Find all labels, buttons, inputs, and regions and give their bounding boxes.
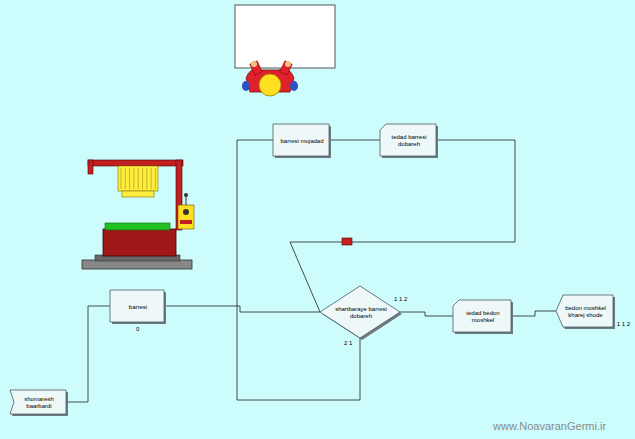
whiteboard (235, 5, 335, 68)
counter-value: 1 1 2 (616, 321, 631, 328)
connector (66, 306, 110, 402)
connector (329, 140, 380, 141)
connector-line (329, 140, 380, 141)
node-label: shartbaraye barresi dobareh (320, 306, 402, 320)
watermark: www.NoavaranGermi.ir (492, 420, 607, 432)
worker-figure (242, 61, 298, 96)
assign-box: tedad barresi dobareh (380, 124, 438, 158)
connector (290, 140, 515, 312)
queue-marker (342, 238, 352, 245)
node-label: tedad barresi dobareh (380, 134, 438, 148)
branch-count: 1 1 2 (393, 296, 408, 303)
connector (511, 311, 556, 316)
dispose-module: bedon moshkel kharej shode (556, 295, 615, 329)
connector-line (164, 306, 320, 312)
machine (82, 160, 194, 269)
process-box: barresi mojadad (273, 124, 331, 158)
branch-count: 2 1 (343, 340, 353, 347)
node-label: bedon moshkel kharej shode (556, 305, 615, 319)
process-box: barresi (110, 290, 166, 324)
connector-line (511, 311, 556, 316)
assign-box: tedad bedon moshkel (453, 300, 513, 334)
connector-line (400, 312, 453, 316)
decision-diamond: shartbaraye barresi dobareh (320, 286, 402, 340)
node-label: barresi (125, 304, 151, 311)
node-label: barresi mojadad (276, 138, 327, 145)
node-body (273, 124, 329, 156)
node-label: shomaresh baarbardi (10, 396, 68, 410)
node-body (110, 290, 164, 322)
node-label: tedad bedon moshkel (453, 310, 513, 324)
connector-line (66, 306, 110, 402)
counter-value: 0 (135, 326, 140, 333)
connector (237, 140, 360, 400)
connector-line (237, 140, 360, 400)
connector (164, 306, 320, 312)
connector-line (290, 140, 515, 312)
create-module: shomaresh baarbardi (10, 390, 68, 416)
connector (400, 312, 453, 316)
